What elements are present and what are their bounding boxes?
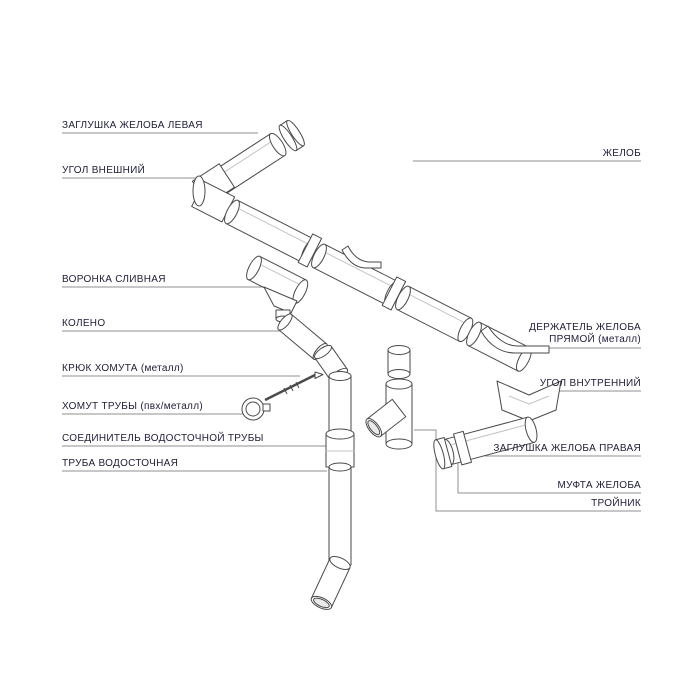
downpipe-lower <box>328 462 352 566</box>
parts <box>191 119 562 610</box>
label-gutter-endcap-right: ЗАГЛУШКА ЖЕЛОБА ПРАВАЯ <box>493 443 641 454</box>
label-inner-corner: УГОЛ ВНУТРЕННИЙ <box>539 378 641 389</box>
label-outer-corner: УГОЛ ВНЕШНИЙ <box>62 165 146 176</box>
downpipe-upper <box>328 371 352 437</box>
gutter-endcap-left <box>278 119 305 152</box>
inner-corner <box>496 380 562 422</box>
downpipe-connector <box>325 428 355 468</box>
gutter-coupling-band-1 <box>297 233 323 268</box>
label-clamp-hook: КРЮК ХОМУТА (металл) <box>62 363 184 374</box>
gutter-segment-right <box>433 416 538 470</box>
gutter-coupling <box>453 430 472 466</box>
tee <box>365 345 413 450</box>
label-pipe-clamp: ХОМУТ ТРУБЫ (пвх/металл) <box>62 401 203 412</box>
outlet-elbow <box>310 556 351 610</box>
gutter-bracket <box>341 245 382 269</box>
label-gutter-holder: ДЕРЖАТЕЛЬ ЖЕЛОБА ПРЯМОЙ (металл) <box>529 322 641 345</box>
label-elbow: КОЛЕНО <box>62 318 106 329</box>
label-downpipe: ТРУБА ВОДОСТОЧНАЯ <box>62 458 179 469</box>
leader-tee <box>414 429 641 512</box>
gutter-segment-3 <box>395 285 474 343</box>
label-gutter-coupling: МУФТА ЖЕЛОБА <box>557 480 641 491</box>
label-tee: ТРОЙНИК <box>591 498 641 509</box>
label-gutter: ЖЕЛОБ <box>602 148 641 159</box>
clamp-hook <box>264 371 324 402</box>
pipe-clamp <box>241 397 271 421</box>
label-gutter-endcap-left: ЗАГЛУШКА ЖЕЛОБА ЛЕВАЯ <box>62 120 203 131</box>
gutter-endcap-right <box>433 437 453 470</box>
label-drain-funnel: ВОРОНКА СЛИВНАЯ <box>62 274 166 285</box>
label-downpipe-connector: СОЕДИНИТЕЛЬ ВОДОСТОЧНОЙ ТРУБЫ <box>62 433 264 444</box>
drain-funnel <box>246 255 309 323</box>
outer-corner <box>191 163 236 223</box>
gutter-holder-straight <box>480 325 550 354</box>
